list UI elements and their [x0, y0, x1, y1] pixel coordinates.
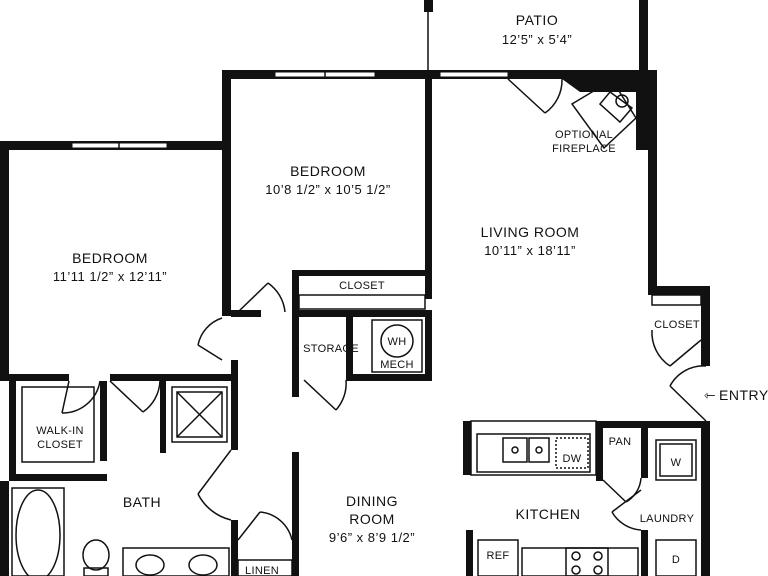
- storage-label: STORAGE: [303, 343, 359, 355]
- water-heater-icon: [380, 324, 414, 358]
- bedroom2-closet-label: CLOSET: [339, 280, 385, 292]
- bath-door: [109, 380, 161, 413]
- bath-label: BATH: [123, 494, 161, 510]
- walkin-door: [61, 380, 101, 414]
- storage-door: [303, 379, 347, 411]
- bath-hall-door: [197, 449, 232, 521]
- washer-label: W: [671, 457, 682, 469]
- fireplace-label-line1: OPTIONAL: [555, 129, 613, 141]
- walkin-label-line2: CLOSET: [37, 439, 83, 451]
- vanity-icon: [122, 547, 230, 576]
- living-room-label: LIVING ROOM: [481, 224, 580, 240]
- entry-door: [669, 365, 707, 422]
- entry-arrow-icon: ⇽: [704, 387, 716, 403]
- closet-shelf: [298, 294, 426, 310]
- windows: [71, 71, 509, 149]
- bedroom2-label: BEDROOM: [290, 163, 366, 179]
- kitchen-counter: [470, 420, 597, 476]
- linen-door: [237, 511, 293, 541]
- shower-icon: [171, 386, 228, 443]
- washer-icon: [655, 439, 697, 481]
- dining-label-line1: DINING: [346, 493, 398, 509]
- bedroom1-label: BEDROOM: [72, 250, 148, 266]
- dishwasher: [555, 437, 589, 469]
- pantry-label: PAN: [609, 436, 632, 448]
- dryer-icon: [655, 539, 697, 576]
- laundry-door: [611, 489, 642, 531]
- fireplace-icon: [570, 78, 637, 150]
- refrigerator-icon: [477, 539, 519, 576]
- entry-closet-door: [651, 329, 702, 367]
- toilet-icon: [82, 539, 110, 576]
- mech-closet: [371, 319, 423, 373]
- mech-label: MECH: [380, 359, 414, 371]
- stove-icon: [521, 547, 639, 576]
- patio-dimensions: 12’5” x 5’4”: [502, 32, 572, 47]
- laundry-label: LAUNDRY: [640, 513, 695, 525]
- pantry-door: [602, 477, 642, 503]
- walkin-label-line1: WALK-IN: [36, 425, 84, 437]
- bathtub-icon: [11, 487, 65, 576]
- entry-label: ENTRY: [719, 387, 768, 403]
- kitchen-label: KITCHEN: [516, 506, 581, 522]
- bedroom2-dimensions: 10’8 1/2” x 10’5 1/2”: [265, 182, 390, 197]
- patio: [427, 12, 563, 114]
- entry-closet-label: CLOSET: [654, 319, 700, 331]
- water-heater-label: WH: [388, 336, 407, 348]
- bedroom1-dimensions: 11’11 1/2” x 12’11”: [53, 269, 167, 284]
- patio-label: PATIO: [516, 12, 558, 28]
- fireplace-label-line2: FIREPLACE: [552, 143, 616, 155]
- dishwasher-label: DW: [563, 453, 582, 465]
- refrigerator-label: REF: [487, 550, 510, 562]
- bedroom1-door: [197, 317, 223, 361]
- living-room-dimensions: 10’11” x 18’11”: [484, 243, 576, 258]
- dryer-label: D: [672, 554, 680, 566]
- bedroom2-door: [237, 282, 286, 313]
- sink-icon: [502, 437, 550, 463]
- dining-dimensions: 9’6” x 8’9 1/2”: [329, 530, 415, 545]
- linen-label: LINEN: [245, 565, 279, 576]
- dining-label-line2: ROOM: [349, 511, 395, 527]
